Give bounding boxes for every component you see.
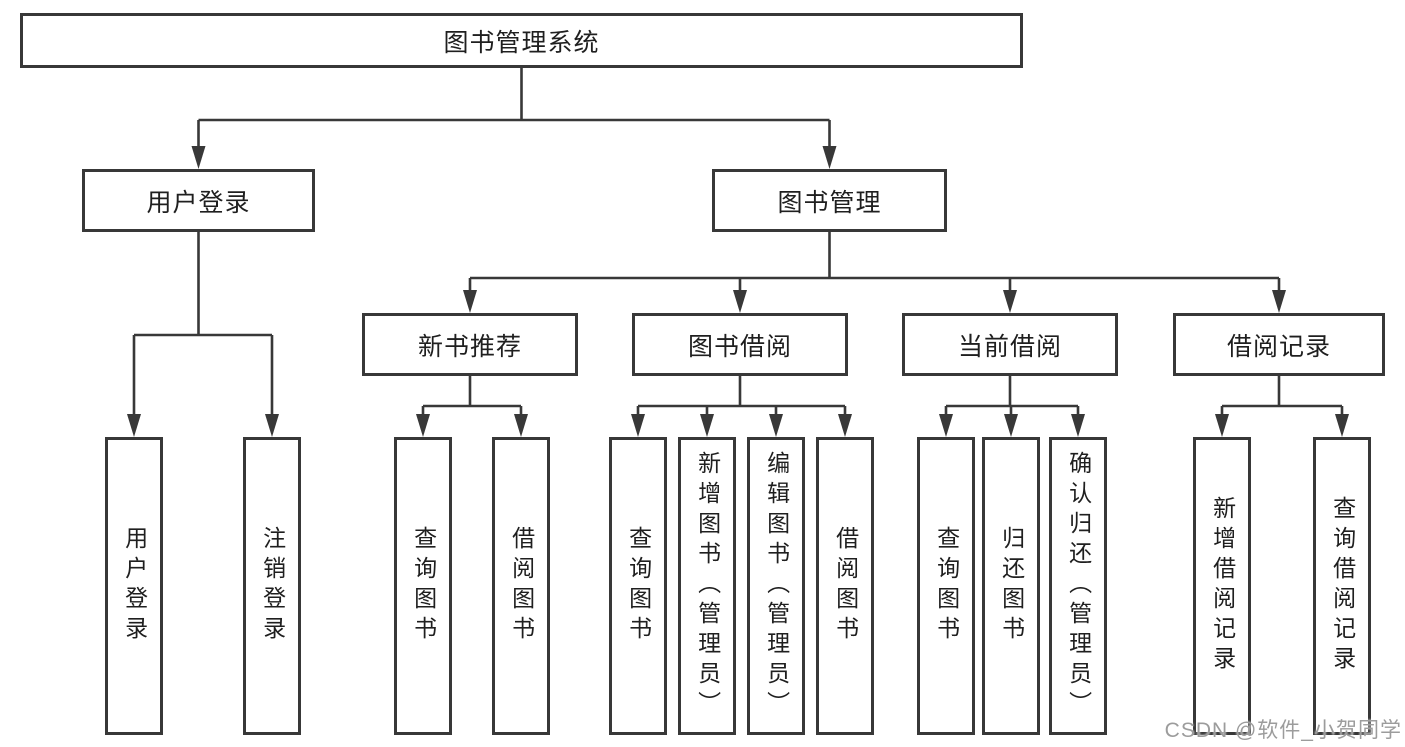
node-current-borrowing-label: 当前借阅 (957, 332, 1062, 361)
node-borrowing-records: 借阅记录 (1173, 313, 1385, 376)
leaf-confirm-return-admin: 确认归还（管理员） (1049, 437, 1107, 735)
node-book-borrowing-label: 图书借阅 (687, 332, 792, 361)
leaf-edit-books-admin: 编辑图书（管理员） (747, 437, 805, 735)
arrowhead (733, 290, 747, 313)
arrowhead (1272, 290, 1286, 313)
leaf-query-books-current-label: 查询图书 (933, 526, 960, 646)
leaf-user-login: 用户登录 (105, 437, 163, 735)
connector-root (191, 68, 837, 169)
arrowhead (265, 414, 279, 437)
node-root: 图书管理系统 (20, 13, 1023, 68)
leaf-add-borrow-record-label: 新增借阅记录 (1209, 496, 1236, 676)
leaf-query-books-current: 查询图书 (917, 437, 975, 735)
node-new-book-recommendation-label: 新书推荐 (417, 332, 522, 361)
leaf-borrow-books-recommend: 借阅图书 (492, 437, 550, 735)
arrowhead (769, 414, 783, 437)
leaf-add-borrow-record: 新增借阅记录 (1193, 437, 1251, 735)
arrowhead (1003, 290, 1017, 313)
leaf-logout: 注销登录 (243, 437, 301, 735)
arrowhead (1335, 414, 1349, 437)
arrowhead (191, 146, 206, 169)
node-root-label: 图书管理系统 (443, 28, 600, 57)
connector-new-book-recommendation (416, 376, 528, 437)
node-book-management: 图书管理 (712, 169, 947, 232)
leaf-user-login-label: 用户登录 (121, 526, 148, 646)
node-borrowing-records-label: 借阅记录 (1226, 332, 1331, 361)
leaf-query-books-borrowing-label: 查询图书 (625, 526, 652, 646)
arrowhead (1215, 414, 1229, 437)
arrowhead (700, 414, 714, 437)
connector-current-borrowing (939, 376, 1085, 437)
leaf-query-borrow-record: 查询借阅记录 (1313, 437, 1371, 735)
connector-book-management (463, 232, 1286, 313)
leaf-borrow-books-borrowing-label: 借阅图书 (832, 526, 859, 646)
arrowhead (1004, 414, 1018, 437)
csdn-watermark: CSDN @软件_小贺同学 (1164, 719, 1402, 742)
leaf-query-books-recommend-label: 查询图书 (410, 526, 437, 646)
arrowhead (416, 414, 430, 437)
leaf-confirm-return-admin-label: 确认归还（管理员） (1065, 451, 1092, 721)
leaf-logout-label: 注销登录 (259, 526, 286, 646)
node-user-login-label: 用户登录 (146, 188, 251, 217)
leaf-borrow-books-borrowing: 借阅图书 (816, 437, 874, 735)
leaf-query-borrow-record-label: 查询借阅记录 (1329, 496, 1356, 676)
node-user-login: 用户登录 (82, 169, 315, 232)
leaf-edit-books-admin-label: 编辑图书（管理员） (763, 451, 790, 721)
arrowhead (463, 290, 477, 313)
leaf-add-books-admin-label: 新增图书（管理员） (694, 451, 721, 721)
arrowhead (838, 414, 852, 437)
connector-book-borrowing (631, 376, 852, 437)
connector-borrowing-records (1215, 376, 1349, 437)
leaf-borrow-books-recommend-label: 借阅图书 (508, 526, 535, 646)
arrowhead (127, 414, 141, 437)
arrowhead (514, 414, 528, 437)
leaf-add-books-admin: 新增图书（管理员） (678, 437, 736, 735)
arrowhead (939, 414, 953, 437)
connector-user-login (127, 232, 279, 437)
arrowhead (631, 414, 645, 437)
leaf-return-books-label: 归还图书 (998, 526, 1025, 646)
node-book-management-label: 图书管理 (777, 188, 882, 217)
leaf-query-books-recommend: 查询图书 (394, 437, 452, 735)
leaf-query-books-borrowing: 查询图书 (609, 437, 667, 735)
leaf-return-books: 归还图书 (982, 437, 1040, 735)
node-book-borrowing: 图书借阅 (632, 313, 848, 376)
node-new-book-recommendation: 新书推荐 (362, 313, 578, 376)
arrowhead (822, 146, 837, 169)
arrowhead (1071, 414, 1085, 437)
node-current-borrowing: 当前借阅 (902, 313, 1118, 376)
